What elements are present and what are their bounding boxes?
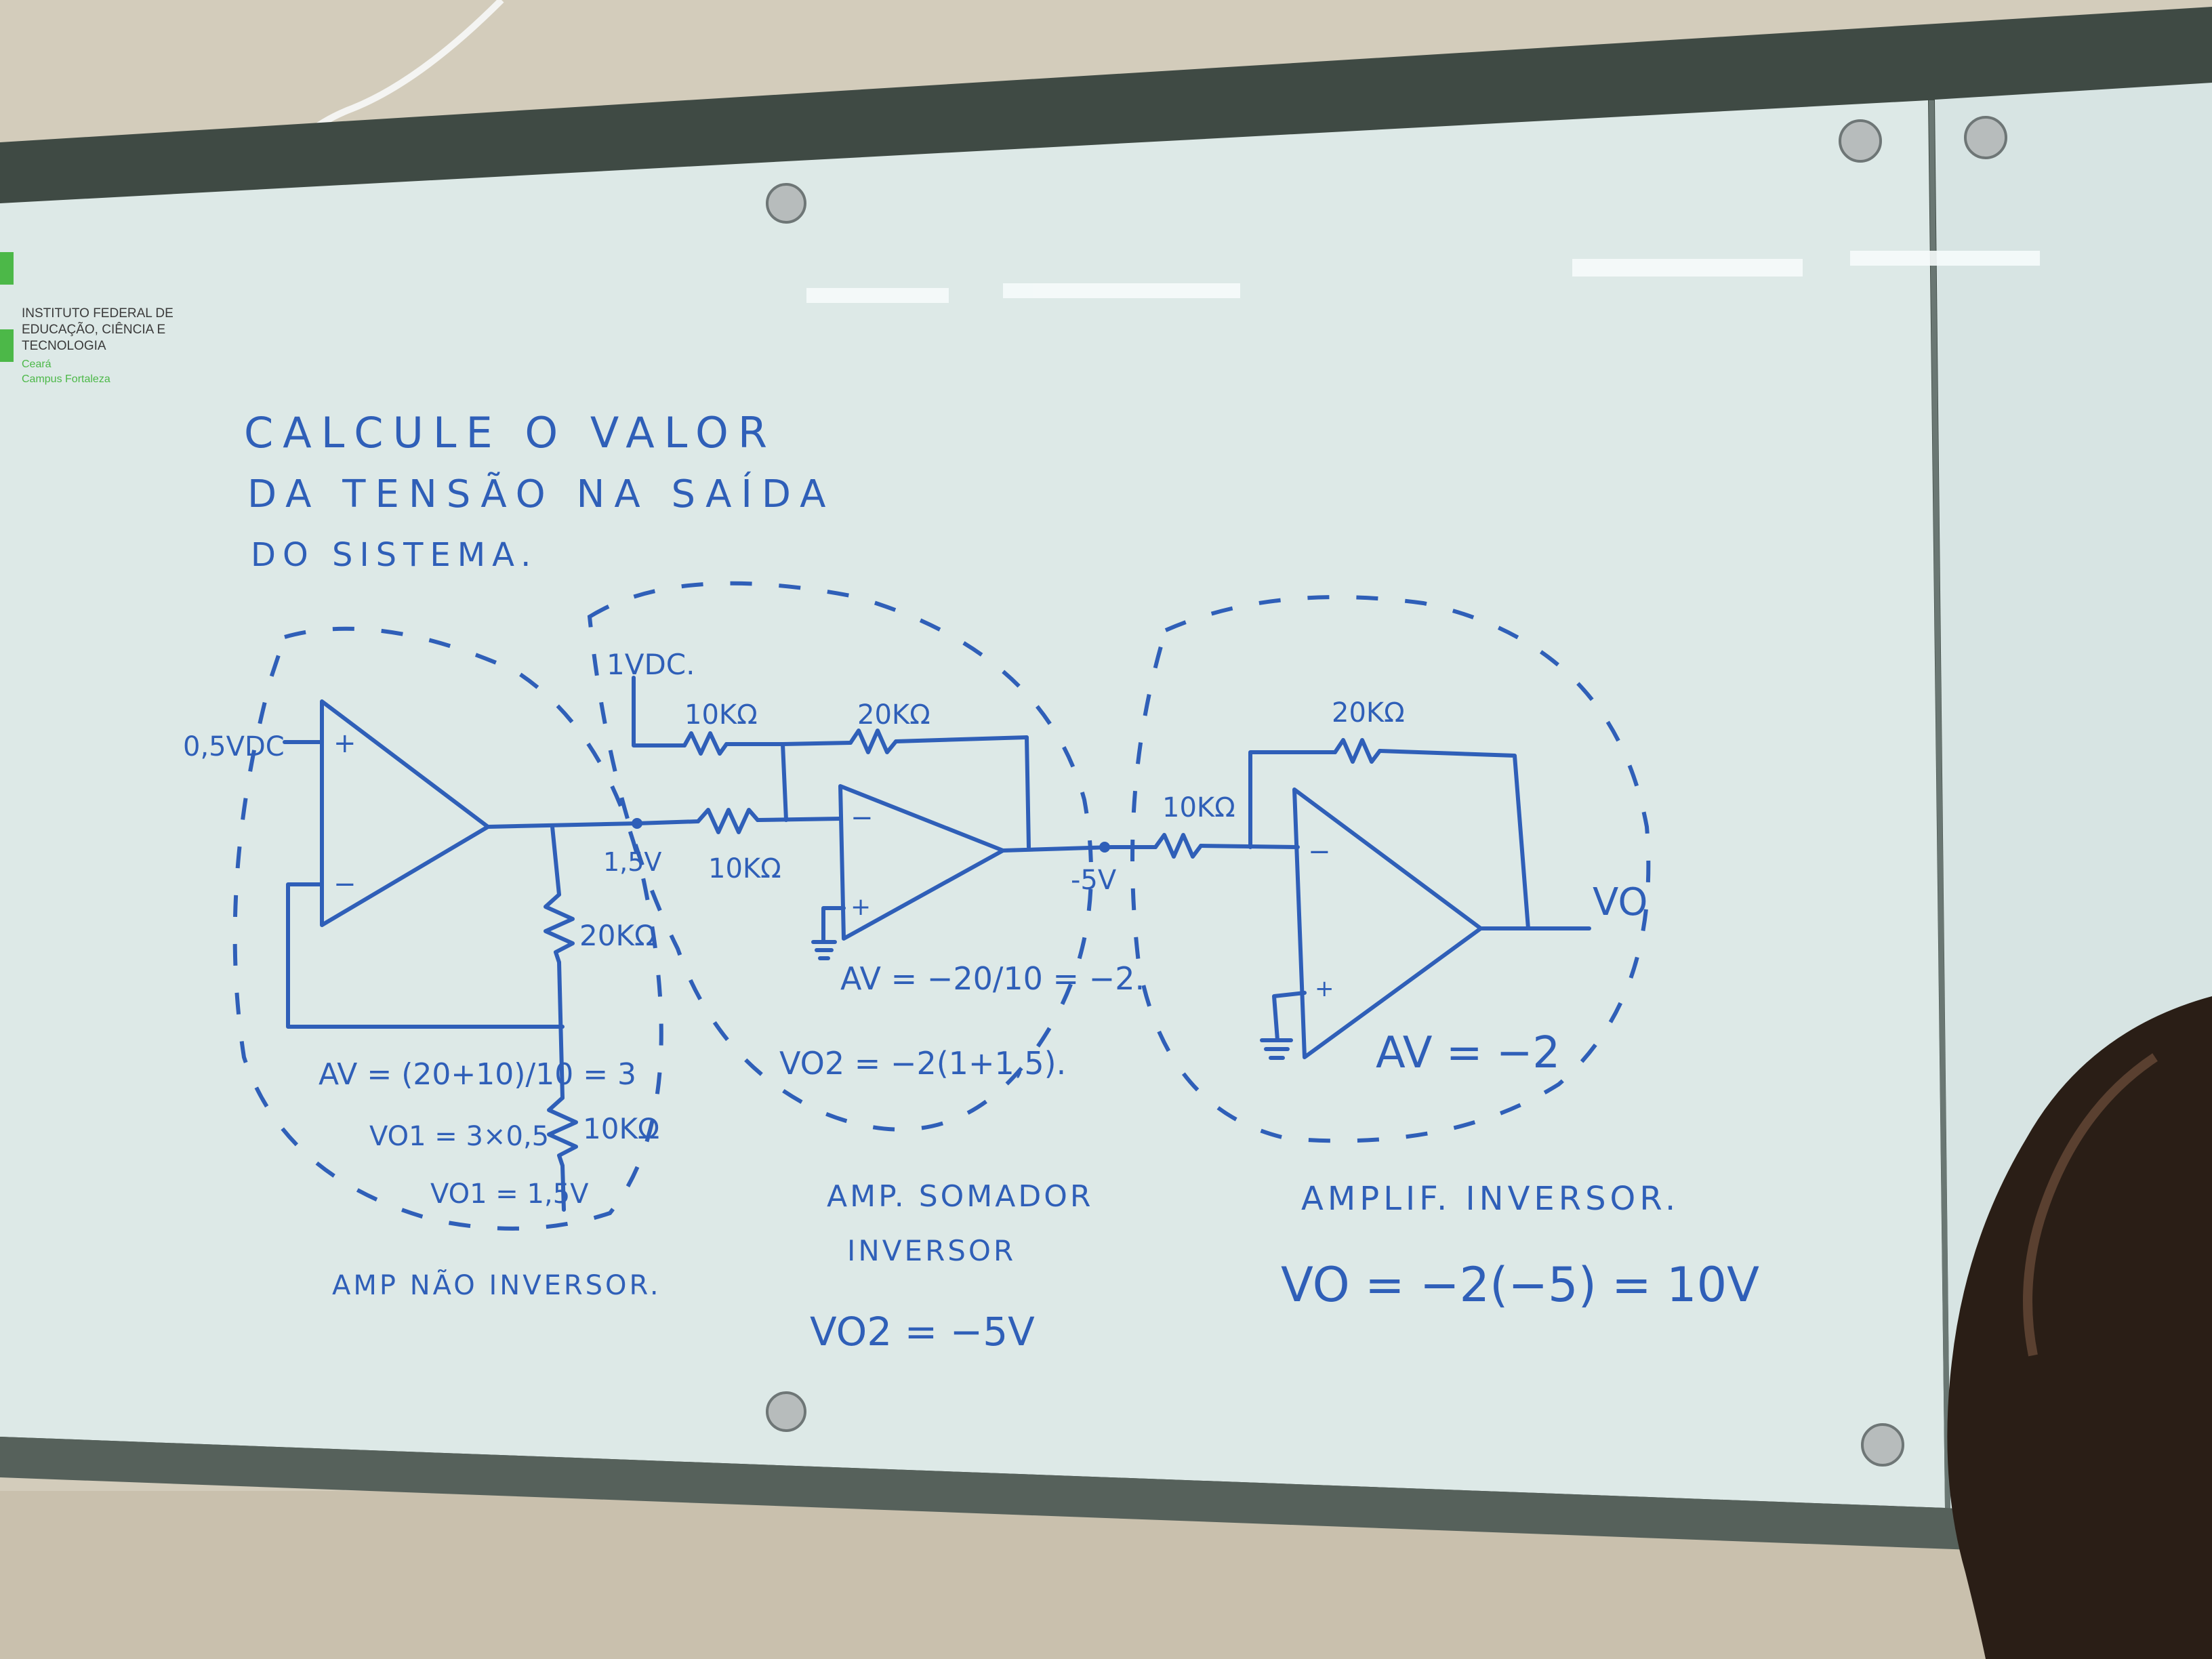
circuit-wiring [283,676,1591,1212]
screw-top-left [766,183,806,224]
problem-statement: CALCULE O VALOR DA TENSÃO NA SAÍDA DO SI… [244,408,835,574]
person-hair [1947,996,2212,1659]
board-screws [766,116,2007,1467]
light-reflections [806,251,2040,303]
panel-seam [1929,100,1950,1509]
stage2-vo2-result: VO2 = −5V [810,1309,1035,1355]
logo-line-3: TECNOLOGIA [22,339,106,353]
opamp-3-symbol [1292,787,1483,1059]
opamp-1-symbol [320,699,490,927]
resistor-10k-stage2-upper [682,731,729,756]
stage2-caption-2: INVERSOR [847,1234,1016,1267]
stage1-gain: AV = (20+10)/10 = 3 [319,1057,636,1092]
stage1-vo1-calc: VO1 = 3×0,5 [369,1121,549,1152]
resistor-10k-stage2-lower [696,808,760,834]
logo-line-1: INSTITUTO FEDERAL DE [22,306,173,321]
stage2-plus-sign: + [851,893,871,921]
stage3-rf-label: 20KΩ [1332,697,1405,729]
logo-line-5: Campus Fortaleza [22,373,110,385]
logo-line-2: EDUCAÇÃO, CIÊNCIA E [22,322,165,337]
prompt-line-2: DA TENSÃO NA SAÍDA [247,472,835,516]
ground-stage3 [1272,991,1307,1042]
stage3-result: VO = −2(−5) = 10V [1281,1257,1759,1313]
stage3-plus-sign: + [1315,975,1334,1002]
stage2-rf-label: 20KΩ [857,699,930,731]
stage3-rin-label: 10KΩ [1162,792,1235,823]
stage3-minus-sign: − [1308,836,1331,867]
stage3-annotations: 10KΩ 20KΩ − + VO AV = −2 AMPLIF. INVERSO… [1162,697,1759,1313]
stage2-annotations: 1VDC. 10KΩ 20KΩ 1,5V 10KΩ -5V − + AV = −… [603,648,1145,1355]
resistor-10k-stage1 [547,1096,578,1168]
stage1-vo1-result: VO1 = 1,5V [430,1179,589,1210]
stage2-minus-sign: − [851,802,874,834]
supply-wire [632,676,687,747]
stage1-caption: AMP NÃO INVERSOR. [332,1269,661,1301]
logo-mark-bottom [0,329,14,362]
stage2-vo2-calc: VO2 = −2(1+1,5). [779,1045,1066,1082]
stage2-supply-label: 1VDC. [607,648,695,681]
prompt-line-3: DO SISTEMA. [251,536,537,574]
stage3-boundary [1130,595,1651,1143]
stage1-annotations: 0,5VDC + − 20KΩ 10KΩ AV = (20+10)/10 = 3… [183,728,661,1301]
prompt-line-1: CALCULE O VALOR [244,408,777,457]
logo-mark-top [0,252,14,285]
stage1-r-top-label: 20KΩ [579,919,656,952]
screw-bottom-left [766,1391,806,1432]
stage1-minus-sign: − [333,869,356,900]
stage2-node-voltage: 1,5V [603,847,661,877]
stage2-out-node: -5V [1071,865,1117,896]
stage3-caption: AMPLIF. INVERSOR. [1301,1180,1679,1218]
screw-top-right-panel [1964,116,2007,159]
stage1-r-bottom-label: 10KΩ [583,1112,659,1145]
opamp-2-symbol [838,784,1005,941]
institution-logo: INSTITUTO FEDERAL DE EDUCAÇÃO, CIÊNCIA E… [0,252,173,385]
screw-top-right [1839,119,1882,163]
stage1-boundary [232,626,663,1231]
stage3-gain: AV = −2 [1376,1028,1560,1078]
resistor-20k-stage1 [544,893,575,964]
stage2-boundary [587,581,1093,1132]
stage2-caption-1: AMP. SOMADOR [827,1179,1093,1214]
resistor-20k-stage3 [1333,738,1382,764]
hair-highlight [2023,1053,2158,1357]
stage2-r2-label: 10KΩ [708,853,781,884]
resistor-10k-stage3 [1153,833,1203,859]
stage2-gain: AV = −20/10 = −2. [840,960,1145,997]
stage1-plus-sign: + [333,728,356,759]
stage-boundaries [232,581,1651,1231]
whiteboard-main-panel [0,100,1945,1508]
ground-stage2 [821,906,846,944]
node-dots [632,818,1110,853]
stage1-input-label: 0,5VDC [183,731,285,762]
logo-line-4: Ceará [22,359,52,370]
screw-bottom-right [1861,1423,1904,1467]
stage1-feedback-wire [286,882,565,1029]
stage3-output-label: VO [1593,880,1647,924]
marker-tray [0,1437,2212,1559]
resistor-20k-stage2 [848,729,898,754]
stage2-r1-label: 10KΩ [684,699,758,731]
